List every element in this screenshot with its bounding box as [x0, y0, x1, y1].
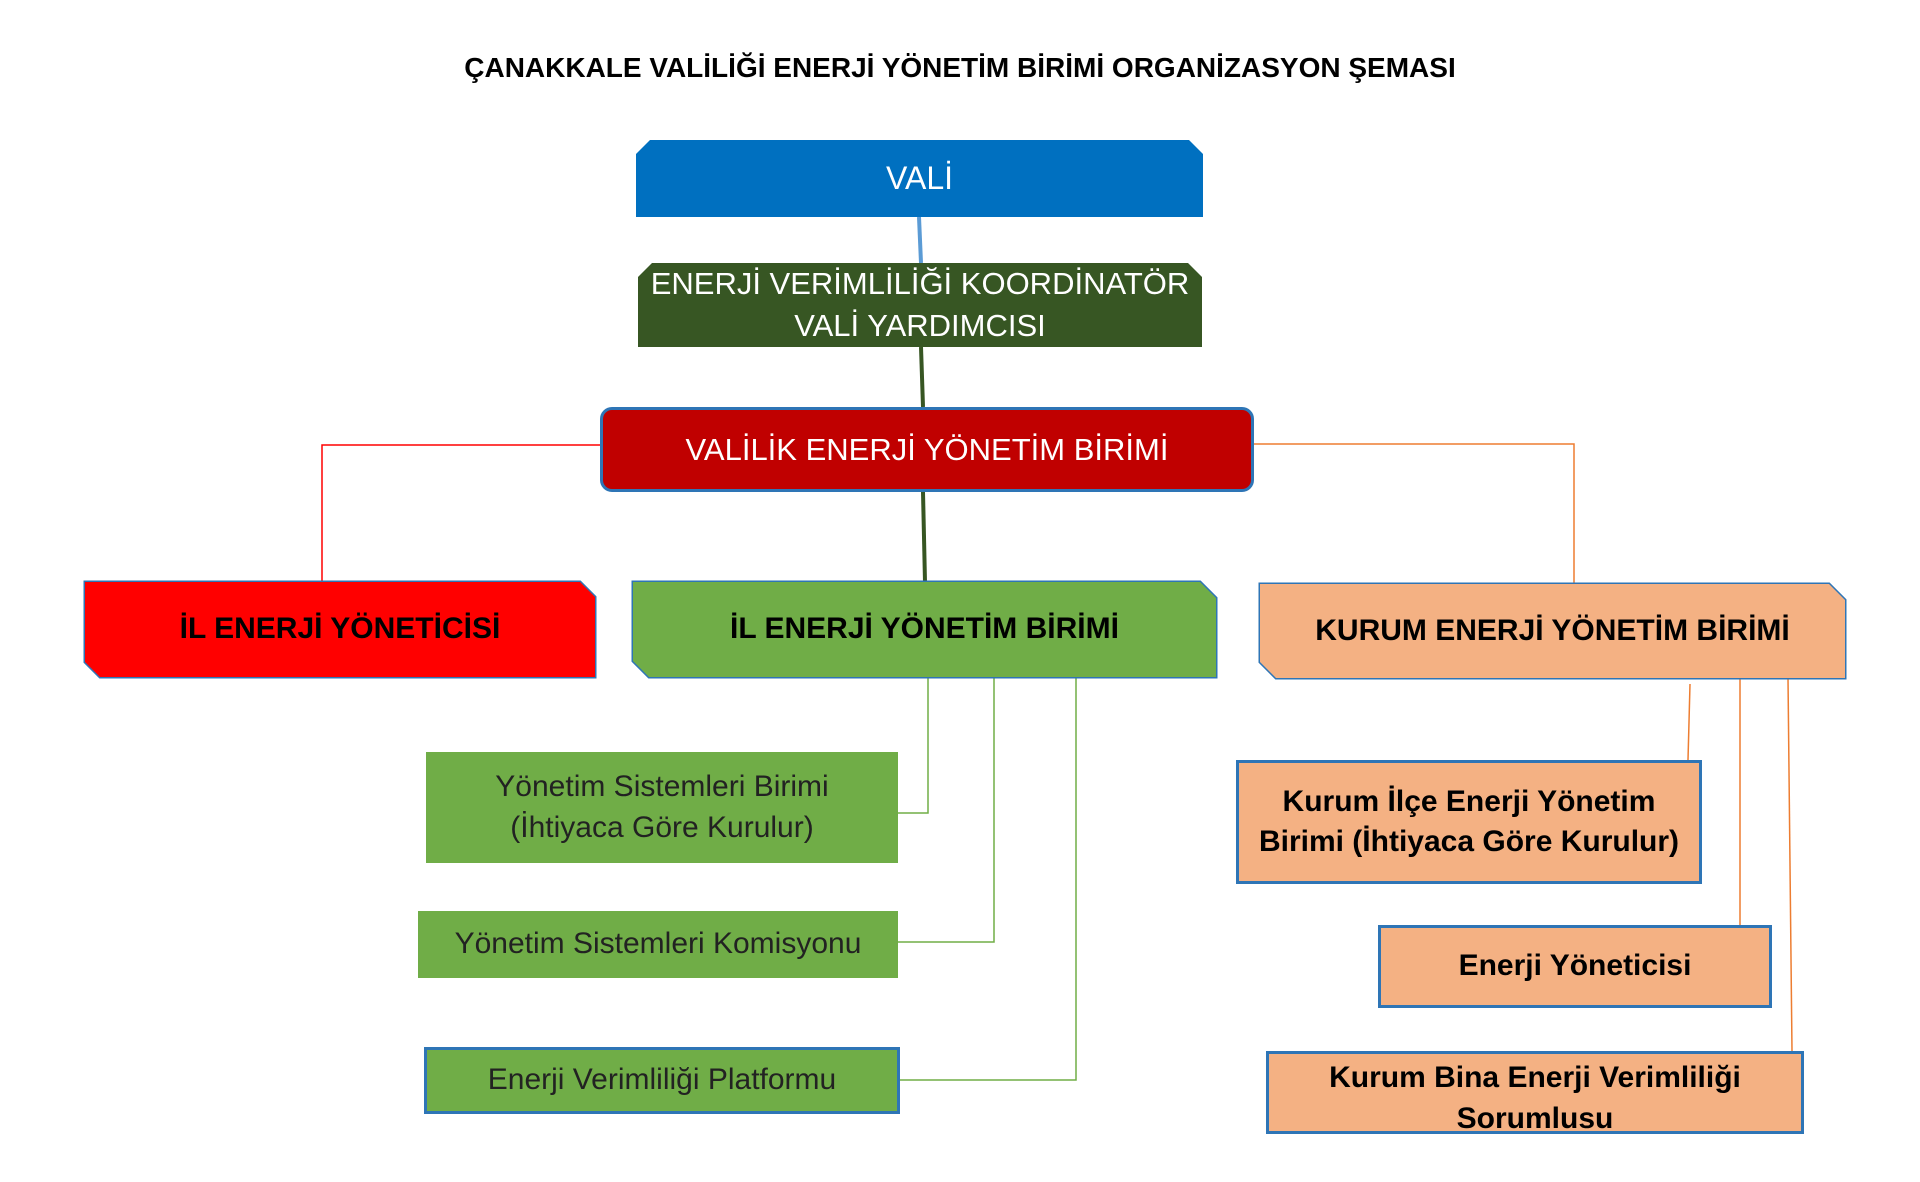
node-kbev-line2: Sorumlusu — [1456, 1101, 1614, 1135]
node-vali-label: VALİ — [886, 159, 953, 196]
node-evp-label: Enerji Verimliliği Platformu — [487, 1063, 837, 1097]
node-kbev-line1: Kurum Bina Enerji Verimliliği — [1329, 1061, 1741, 1094]
node-kurum-ilce-birimi[interactable]: Kurum İlçe Enerji Yönetim Birimi (İhtiya… — [1236, 760, 1702, 884]
node-enerji-yoneticisi[interactable]: Enerji Yöneticisi — [1378, 925, 1772, 1008]
node-il-enerji-yoneticisi-label: İL ENERJİ YÖNETİCİSİ — [179, 612, 501, 646]
node-vali[interactable]: VALİ — [636, 140, 1203, 217]
node-kieyb-line2: Birimi (İhtiyaca Göre Kurulur) — [1258, 825, 1680, 858]
line-koordinator-birim — [919, 346, 925, 408]
node-ysb-line1: Yönetim Sistemleri Birimi — [495, 770, 829, 803]
node-ey-label: Enerji Yöneticisi — [1458, 949, 1692, 983]
node-ysk-label: Yönetim Sistemleri Komisyonu — [454, 927, 862, 961]
node-koordinator-line2: VALİ YARDIMCISI — [794, 308, 1046, 343]
line-vali-koordinator — [917, 216, 923, 264]
node-valilik-birim-label: VALİLİK ENERJİ YÖNETİM BİRİMİ — [685, 431, 1169, 467]
node-valilik-birim[interactable]: VALİLİK ENERJİ YÖNETİM BİRİMİ — [600, 407, 1254, 492]
line-birim-kurum — [1254, 443, 1575, 584]
node-il-enerji-yonetim-birimi[interactable]: İL ENERJİ YÖNETİM BİRİMİ — [633, 582, 1216, 677]
node-il-enerji-yonetim-birimi-label: İL ENERJİ YÖNETİM BİRİMİ — [730, 612, 1119, 646]
line-birim-ilbirim — [921, 491, 927, 583]
line-kurum-kieyb — [1687, 683, 1691, 761]
node-kurum-bina-sorumlusu[interactable]: Kurum Bina Enerji Verimliliği Sorumlusu — [1266, 1051, 1804, 1135]
node-ysb-line2: (İhtiyaca Göre Kurulur) — [510, 810, 814, 844]
node-koordinator-line1: ENERJİ VERİMLİLİĞİ KOORDİNATÖR — [650, 266, 1190, 302]
line-ilbirim-ysk — [898, 677, 995, 943]
node-il-enerji-yoneticisi[interactable]: İL ENERJİ YÖNETİCİSİ — [85, 582, 595, 677]
node-kurum-enerji-yonetim-birimi-label: KURUM ENERJİ YÖNETİM BİRİMİ — [1315, 613, 1790, 647]
line-ilbirim-ysb — [898, 677, 929, 814]
line-birim-ilyonetici — [321, 444, 600, 582]
node-koordinator[interactable]: ENERJİ VERİMLİLİĞİ KOORDİNATÖR VALİ YARD… — [638, 263, 1202, 347]
line-ilbirim-evp — [900, 677, 1077, 1081]
line-kurum-kbev — [1787, 677, 1793, 1052]
node-kurum-enerji-yonetim-birimi[interactable]: KURUM ENERJİ YÖNETİM BİRİMİ — [1260, 584, 1845, 678]
node-yonetim-sistemleri-komisyonu[interactable]: Yönetim Sistemleri Komisyonu — [418, 911, 898, 978]
node-kieyb-line1: Kurum İlçe Enerji Yönetim — [1282, 784, 1656, 818]
chart-title: ÇANAKKALE VALİLİĞİ ENERJİ YÖNETİM BİRİMİ… — [464, 52, 1456, 83]
node-enerji-verimliligi-platformu[interactable]: Enerji Verimliliği Platformu — [424, 1047, 900, 1114]
node-yonetim-sistemleri-birimi[interactable]: Yönetim Sistemleri Birimi (İhtiyaca Göre… — [426, 752, 898, 863]
